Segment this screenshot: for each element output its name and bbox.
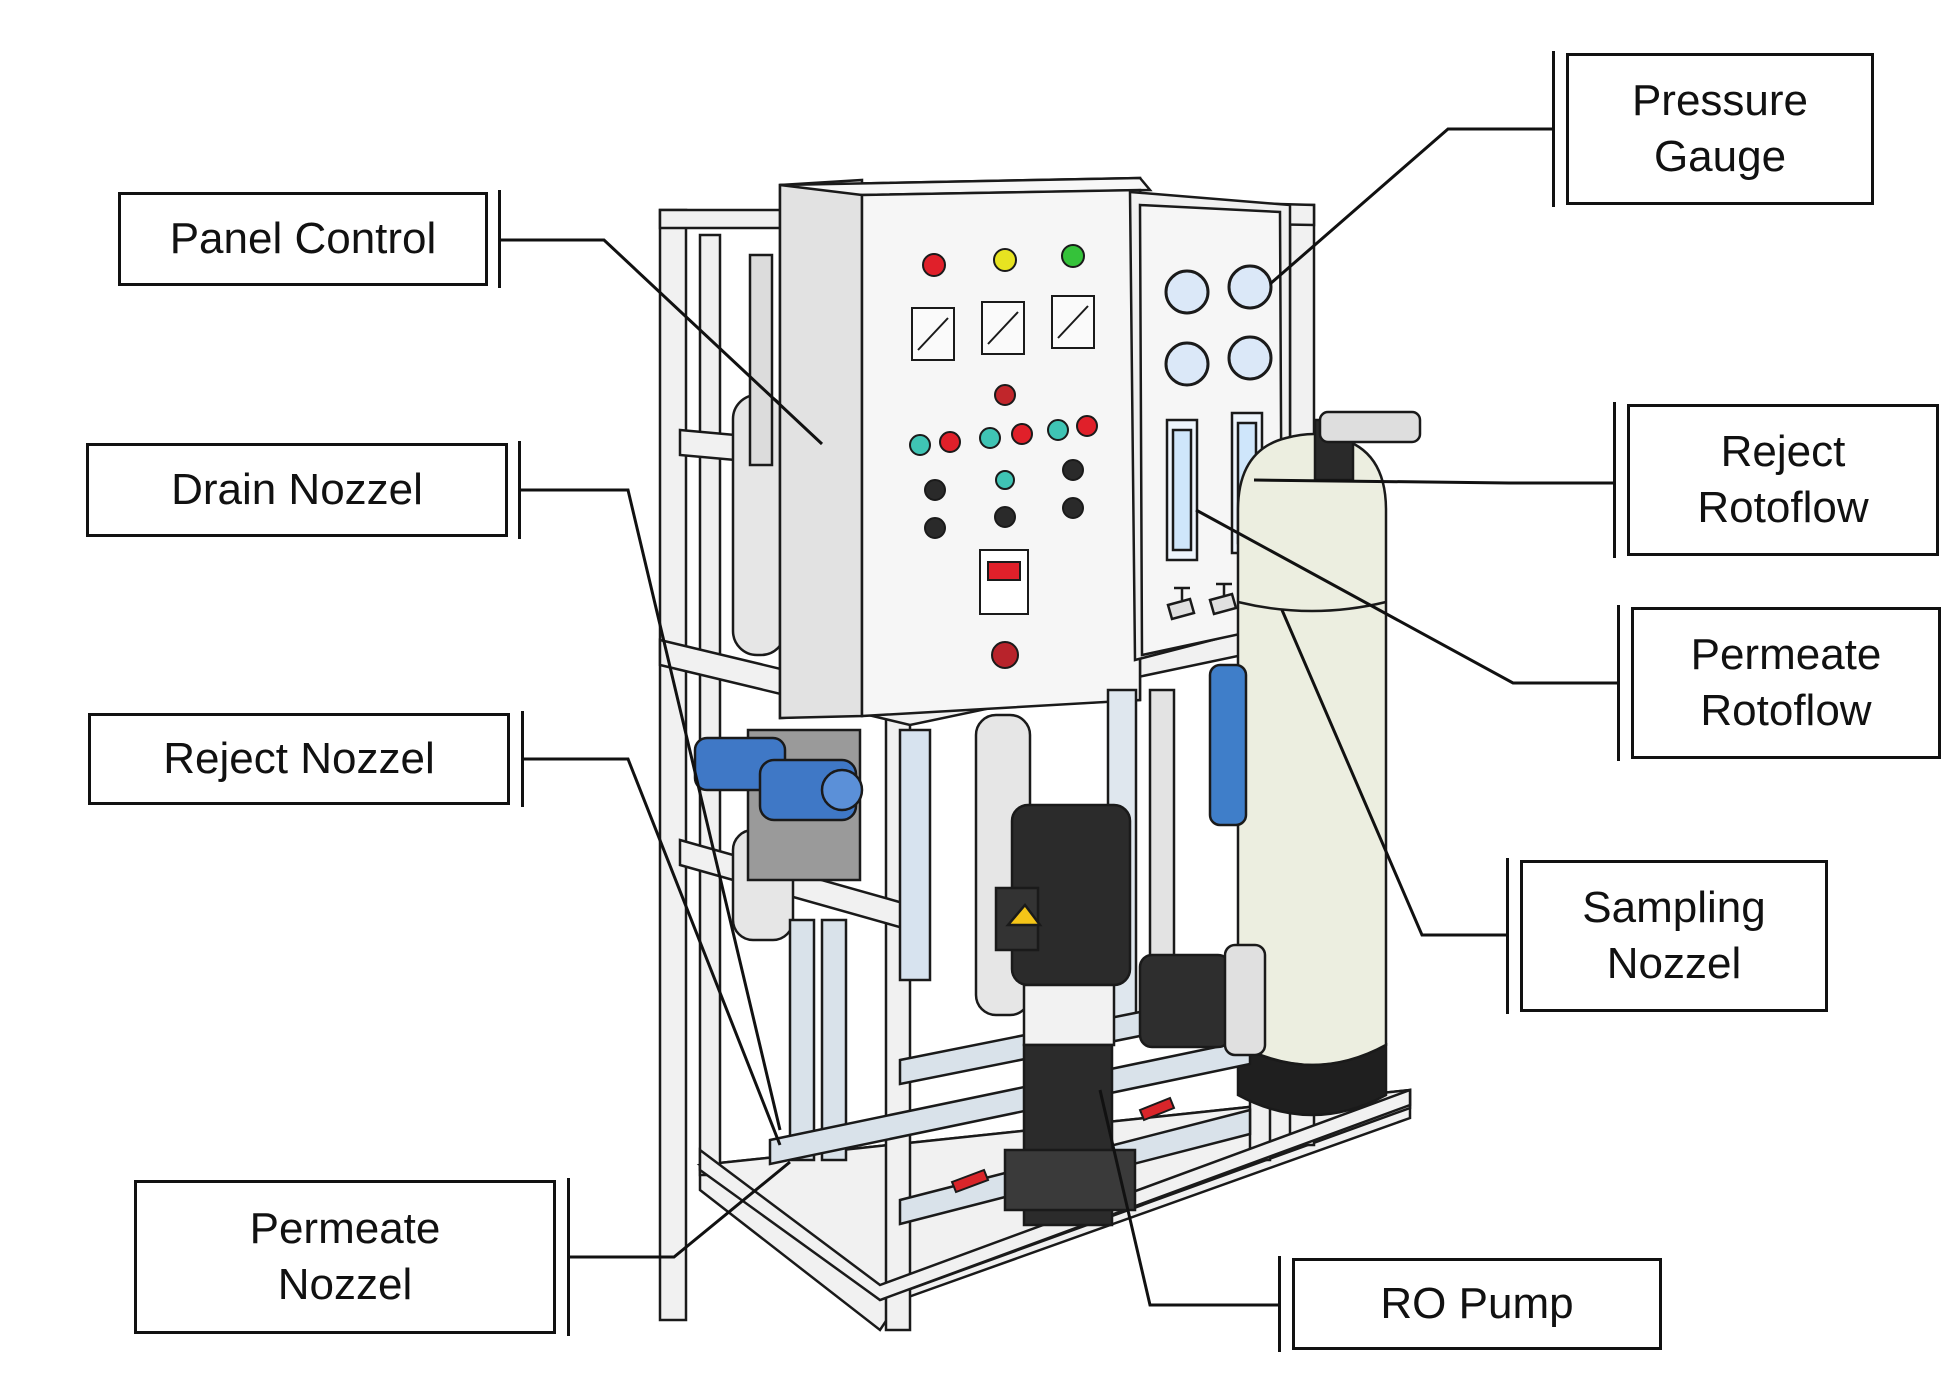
label-reject-rotoflow: Reject Rotoflow [1627, 404, 1939, 556]
pressure-gauges [1164, 264, 1273, 387]
label-reject-rotoflow-text: Reject Rotoflow [1697, 426, 1869, 532]
label-bar [518, 441, 521, 539]
label-reject-nozzel-text: Reject Nozzel [163, 733, 435, 783]
label-permeate-nozzel-text: Permeate Nozzel [249, 1203, 441, 1309]
label-pressure-gauge: Pressure Gauge [1566, 53, 1874, 205]
leader-pressure-gauge [1269, 127, 1552, 286]
label-bar [498, 190, 501, 288]
leader-permeate-rotoflow [1195, 508, 1617, 685]
leader-drain-nozzel [520, 488, 782, 1131]
label-bar [1617, 605, 1620, 761]
label-sampling-nozzel: Sampling Nozzel [1520, 860, 1828, 1012]
label-reject-nozzel: Reject Nozzel [88, 713, 510, 805]
label-permeate-rotoflow: Permeate Rotoflow [1631, 607, 1941, 759]
panel-meters [911, 295, 1095, 361]
ro-pump [994, 803, 1137, 1227]
booster-motor [1138, 943, 1267, 1057]
dosing-pumps [693, 728, 864, 882]
label-drain-nozzel-text: Drain Nozzel [171, 464, 423, 514]
leader-lines [500, 127, 1617, 1307]
label-panel-control-text: Panel Control [169, 213, 437, 263]
panel-buttons [909, 384, 1098, 669]
label-bar [567, 1178, 570, 1336]
label-bar [1552, 51, 1555, 207]
control-panel-cabinet [778, 176, 1153, 720]
leader-ro-pump [1098, 1089, 1280, 1307]
label-bar [1506, 858, 1509, 1014]
red-valves [950, 1096, 1176, 1194]
label-sampling-nozzel-text: Sampling Nozzel [1582, 882, 1766, 988]
label-permeate-rotoflow-text: Permeate Rotoflow [1690, 629, 1882, 735]
label-ro-pump: RO Pump [1292, 1258, 1662, 1350]
leader-sampling-nozzel [1280, 609, 1506, 937]
label-bar [1613, 402, 1616, 558]
indicator-lamps [922, 244, 1085, 277]
label-drain-nozzel: Drain Nozzel [86, 443, 508, 537]
pressure-vessel [1236, 410, 1422, 1117]
label-bar [1278, 1256, 1281, 1352]
label-ro-pump-text: RO Pump [1380, 1278, 1574, 1328]
label-bar [521, 711, 524, 807]
leader-reject-nozzel [524, 757, 782, 1146]
label-panel-control: Panel Control [118, 192, 488, 286]
label-pressure-gauge-text: Pressure Gauge [1631, 75, 1809, 181]
leader-reject-rotoflow [1253, 478, 1613, 485]
leader-permeate-nozzel [570, 1160, 791, 1259]
label-permeate-nozzel: Permeate Nozzel [134, 1180, 556, 1334]
leader-panel-control [500, 238, 824, 446]
